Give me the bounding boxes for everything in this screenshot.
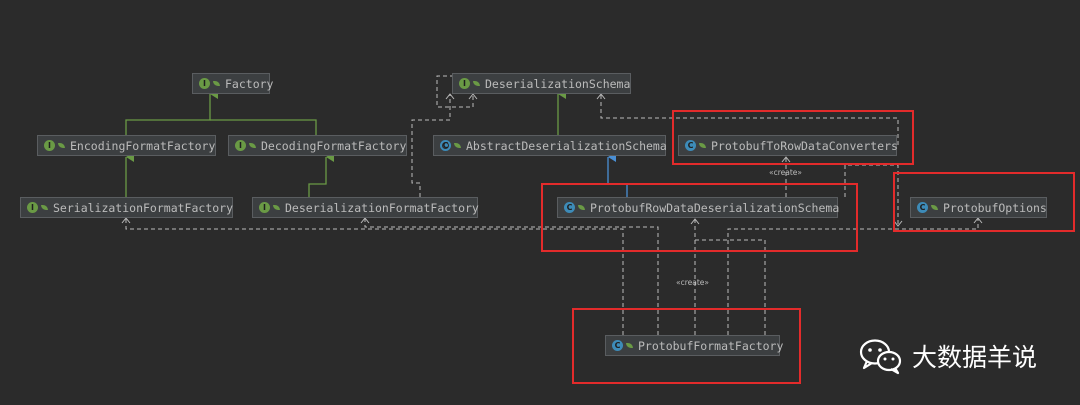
- highlight-box-options: [893, 172, 1075, 232]
- public-modifier-icon: [473, 81, 480, 86]
- node-protobuf-format-factory[interactable]: C ProtobufFormatFactory: [605, 335, 784, 356]
- class-icon: C: [564, 202, 575, 213]
- node-label: ProtobufToRowDataConverters: [711, 138, 898, 153]
- node-abstract-deserialization-schema[interactable]: C AbstractDeserializationSchema: [433, 135, 667, 156]
- node-decoding-format-factory[interactable]: I DecodingFormatFactory: [228, 135, 407, 156]
- arrowhead-create-converters: [781, 156, 791, 163]
- abstract-class-icon: C: [440, 140, 451, 151]
- node-label: Factory: [225, 76, 274, 91]
- highlight-box-format-factory: [572, 308, 801, 384]
- wechat-icon: [859, 339, 902, 375]
- public-modifier-icon: [699, 143, 706, 148]
- node-label: DeserializationSchema: [485, 76, 631, 91]
- public-modifier-icon: [626, 343, 633, 348]
- highlight-box-rowdata-schema: [541, 183, 858, 252]
- class-icon: C: [612, 340, 623, 351]
- public-modifier-icon: [273, 205, 280, 210]
- arrowhead-options: [973, 217, 983, 224]
- arrowhead-serialization: [121, 217, 131, 224]
- edge-factory-to-options: [727, 218, 979, 335]
- watermark: 大数据羊说: [858, 337, 1037, 375]
- interface-icon: I: [259, 202, 270, 213]
- node-label: ProtobufRowDataDeserializationSchema: [590, 200, 840, 215]
- node-encoding-format-factory[interactable]: I EncodingFormatFactory: [37, 135, 216, 156]
- edge-label-create: «create»: [769, 168, 802, 177]
- arrowhead-converters-dep: [596, 93, 606, 100]
- interface-icon: I: [235, 140, 246, 151]
- node-label: DecodingFormatFactory: [261, 138, 407, 153]
- interface-icon: I: [459, 78, 470, 89]
- public-modifier-icon: [454, 143, 461, 148]
- node-deserialization-schema[interactable]: I DeserializationSchema: [452, 73, 631, 94]
- node-serialization-format-factory[interactable]: I SerializationFormatFactory: [20, 197, 233, 218]
- arrowhead-abstract-dep: [445, 93, 455, 100]
- arrowhead-into-deserialization-schema: [893, 220, 903, 227]
- class-icon: C: [685, 140, 696, 151]
- node-label: AbstractDeserializationSchema: [466, 138, 667, 153]
- edge-factory-to-deserialization: [364, 218, 659, 335]
- class-icon: C: [917, 202, 928, 213]
- interface-icon: I: [199, 78, 210, 89]
- dependency-arrowheads: [121, 93, 983, 227]
- node-protobuf-to-row-data-converters[interactable]: C ProtobufToRowDataConverters: [678, 135, 898, 156]
- node-protobuf-row-data-deserialization-schema[interactable]: C ProtobufRowDataDeserializationSchema: [557, 197, 840, 218]
- public-modifier-icon: [931, 205, 938, 210]
- dependency-edges: [125, 75, 979, 335]
- interface-extends-edges: [125, 89, 566, 197]
- node-label: DeserializationFormatFactory: [285, 200, 479, 215]
- highlight-box-converters: [672, 110, 914, 165]
- node-label: EncodingFormatFactory: [70, 138, 216, 153]
- interface-icon: I: [27, 202, 38, 213]
- node-label: ProtobufOptions: [943, 200, 1047, 215]
- node-label: ProtobufFormatFactory: [638, 338, 784, 353]
- edge-encoding-to-factory: [125, 89, 218, 135]
- edge-label-create: «create»: [676, 278, 709, 287]
- edge-abstract-to-deserialization-schema-dep: [411, 94, 451, 197]
- node-factory[interactable]: I Factory: [192, 73, 274, 94]
- public-modifier-icon: [578, 205, 585, 210]
- watermark-text: 大数据羊说: [912, 343, 1038, 372]
- public-modifier-icon: [213, 81, 220, 86]
- edge-rowdata-to-deserialization-schema: [844, 164, 899, 226]
- arrowhead-create-rowdata: [690, 218, 700, 225]
- public-modifier-icon: [58, 143, 65, 148]
- node-protobuf-options[interactable]: C ProtobufOptions: [910, 197, 1047, 218]
- interface-icon: I: [44, 140, 55, 151]
- arrowhead-deserialization: [360, 217, 370, 224]
- node-deserialization-format-factory[interactable]: I DeserializationFormatFactory: [252, 197, 479, 218]
- edge-factory-to-serialization: [125, 218, 624, 335]
- edge-decoding-to-factory: [210, 119, 317, 135]
- node-label: SerializationFormatFactory: [53, 200, 234, 215]
- edge-converters-to-deserialization-schema: [600, 94, 899, 145]
- public-modifier-icon: [249, 143, 256, 148]
- edge-factory-to-converters: [695, 239, 766, 335]
- arrowhead-self-dep: [468, 93, 478, 100]
- public-modifier-icon: [41, 205, 48, 210]
- edge-deserialization-to-decoding: [308, 152, 334, 197]
